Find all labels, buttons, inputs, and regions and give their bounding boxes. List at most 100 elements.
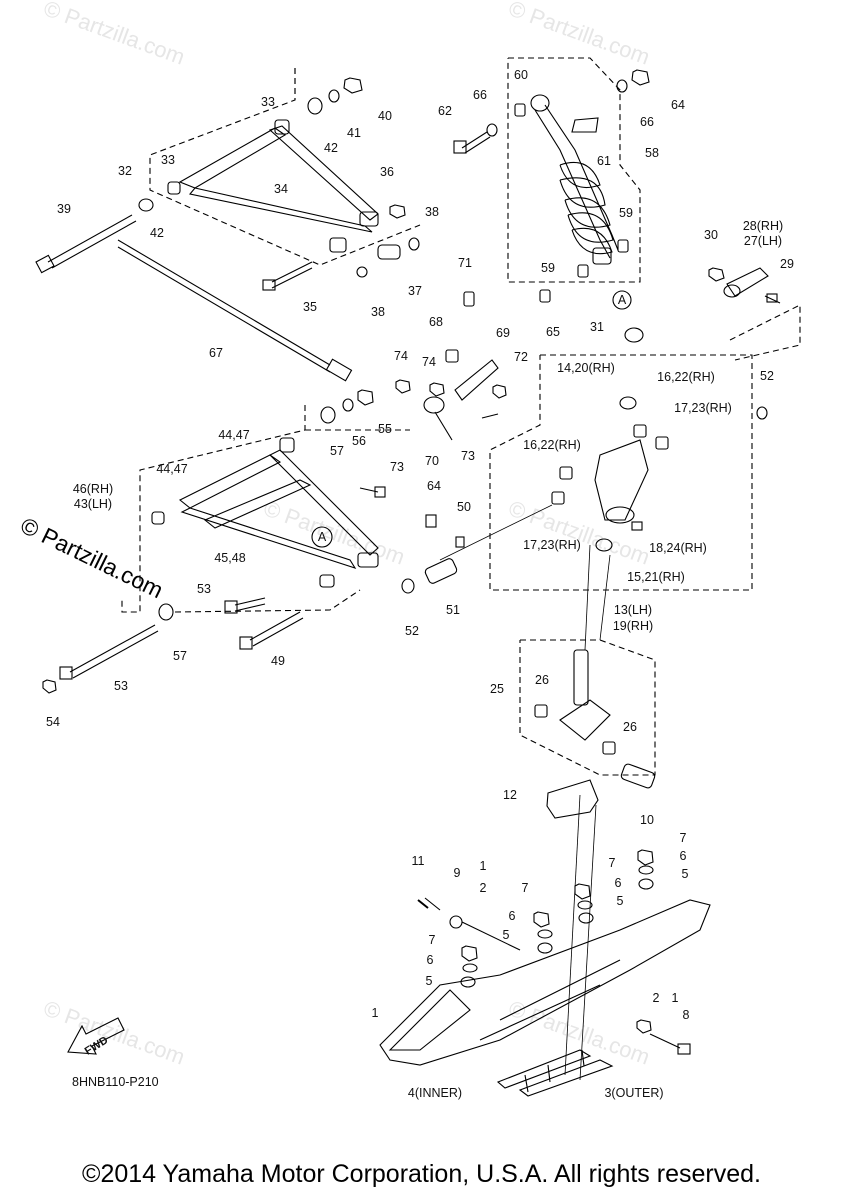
callout-32: 32 [118,164,132,178]
callout-42: 42 [150,226,164,240]
callout-11: 11 [411,854,425,868]
callout-62: 62 [438,104,452,118]
callout-14: 14,20(RH) [557,361,615,375]
copyright-notice: ©2014 Yamaha Motor Corporation, U.S.A. A… [82,1160,761,1188]
callout-a: A [317,530,327,544]
callout-7: 7 [679,831,687,845]
reference-code: 8HNB110-P210 [72,1075,159,1089]
callout-59: 59 [541,261,555,275]
callout-5: 5 [681,867,689,881]
callout-39: 39 [57,202,71,216]
callout-30: 30 [704,228,718,242]
callout-53: 53 [197,582,211,596]
callout-40: 40 [378,109,392,123]
bolt-39 [35,198,154,274]
spindle-leg-dashed-box [519,639,656,776]
callout-56: 56 [352,434,366,448]
callout-41: 41 [347,126,361,140]
callout-16: 16,22(RH) [523,438,581,452]
callout-61: 61 [597,154,611,168]
callout-52: 52 [405,624,419,638]
callout-57: 57 [173,649,187,663]
shock-dashed-box [507,57,641,283]
callout-7: 7 [608,856,616,870]
callout-a: A [617,293,627,307]
callout-5: 5 [502,928,510,942]
callout-17: 17,23(RH) [674,401,732,415]
callout-67: 67 [209,346,223,360]
callout-53: 53 [114,679,128,693]
callout-73: 73 [461,449,475,463]
spindle-housing [551,396,768,552]
callout-8: 8 [682,1008,690,1022]
callout-54: 54 [46,715,60,729]
spindle-leg [534,649,656,789]
callout-71: 71 [458,256,472,270]
callout-74: 74 [422,355,436,369]
callout-38: 38 [425,205,439,219]
callout-33: 33 [261,95,275,109]
callout-1: 1 [479,859,487,873]
callout-46: 46(RH) [72,482,114,496]
callout-49: 49 [271,654,285,668]
steering-dashed [729,304,801,361]
callout-36: 36 [380,165,394,179]
callout-44: 44,47 [218,428,250,442]
block-12 [546,779,599,819]
washers-top [307,77,420,278]
cap-31 [624,327,644,343]
callout-5: 5 [425,974,433,988]
callout-18: 18,24(RH) [649,541,707,555]
callout-66: 66 [640,115,654,129]
callout-29: 29 [780,257,794,271]
callout-5: 5 [616,894,624,908]
upper-arm-dashed-box [149,68,421,266]
callout-43: 43(LH) [73,497,113,511]
callout-7: 7 [428,933,436,947]
spindle-dashed-box [489,354,753,591]
callout-12: 12 [503,788,517,802]
callout-1: 1 [671,991,679,1005]
callout-2: 2 [479,881,487,895]
callout-72: 72 [514,350,528,364]
link-assembly [395,291,499,441]
lower-arm-dashed-box [121,405,410,613]
callout-6: 6 [508,909,516,923]
callout-2: 2 [652,991,660,1005]
callout-9: 9 [453,866,461,880]
callout-10: 10 [640,813,654,827]
callout-64: 64 [427,479,441,493]
lower-a-arm [151,437,379,588]
shock-hardware [453,69,650,310]
callout-17: 17,23(RH) [523,538,581,552]
callout-60: 60 [514,68,528,82]
marker-a-circle [311,526,333,548]
callout-4-inner: 4(INNER) [407,1086,463,1100]
callout-66: 66 [473,88,487,102]
callout-68: 68 [429,315,443,329]
callout-6: 6 [679,849,687,863]
upper-a-arm [167,119,401,260]
ski [379,897,711,1097]
callout-51: 51 [446,603,460,617]
callout-28: 28(RH) [742,219,784,233]
callout-59: 59 [619,206,633,220]
callout-57: 57 [330,444,344,458]
callout-35: 35 [303,300,317,314]
callout-33: 33 [161,153,175,167]
ski-hardware [417,849,654,988]
callout-13: 13(LH) [613,603,653,617]
callout-15: 15,21(RH) [627,570,685,584]
callout-3-outer: 3(OUTER) [604,1086,664,1100]
callout-26: 26 [623,720,637,734]
leader-lines [439,504,611,1081]
callout-26: 26 [535,673,549,687]
callout-45: 45,48 [214,551,246,565]
callout-70: 70 [425,454,439,468]
callout-6: 6 [614,876,622,890]
callout-31: 31 [590,320,604,334]
shock-absorber-58 [530,94,619,265]
callout-55: 55 [378,422,392,436]
lower-bolts [42,384,507,694]
